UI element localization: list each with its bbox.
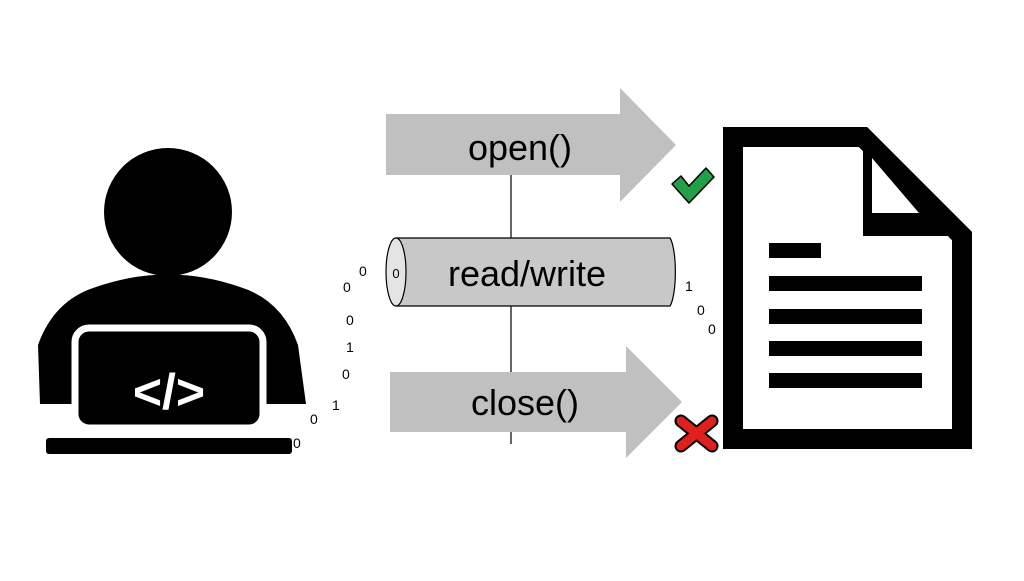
bit: 0 (697, 302, 705, 318)
right-bit-stream: 1 0 0 (685, 278, 716, 337)
bit: 0 (310, 411, 318, 427)
pipe-body (395, 237, 676, 307)
laptop-screen (71, 324, 267, 432)
document-fold-inner (872, 158, 919, 213)
pipe-opening (385, 237, 407, 307)
bit: 0 (359, 263, 367, 279)
code-symbol: </> (133, 364, 205, 420)
document-line (769, 373, 922, 388)
bit: 0 (342, 366, 350, 382)
bit: 0 (293, 435, 301, 451)
pipe-inner-bit: 0 (392, 266, 399, 281)
bit: 0 (708, 321, 716, 337)
checkmark-icon (671, 167, 715, 204)
open-label: open() (468, 127, 572, 168)
bit: 1 (346, 339, 354, 355)
left-bit-stream: 0 0 0 1 0 1 0 0 (293, 263, 367, 451)
bit: 0 (346, 312, 354, 328)
laptop-base (46, 438, 292, 454)
bit: 1 (685, 278, 693, 294)
person-laptop-icon: </> (38, 148, 306, 454)
open-arrow: open() (386, 88, 676, 202)
document-icon (723, 127, 972, 449)
document-line (769, 341, 922, 356)
read-write-label: read/write (448, 253, 606, 294)
close-label: close() (471, 382, 579, 423)
document-line (769, 276, 922, 291)
bit: 1 (332, 397, 340, 413)
document-line (769, 309, 922, 324)
read-write-pipe: 0 read/write (385, 237, 676, 307)
cross-icon (674, 414, 719, 453)
bit: 0 (343, 279, 351, 295)
close-arrow: close() (390, 346, 682, 458)
document-line (769, 243, 821, 258)
person-head (104, 148, 232, 276)
